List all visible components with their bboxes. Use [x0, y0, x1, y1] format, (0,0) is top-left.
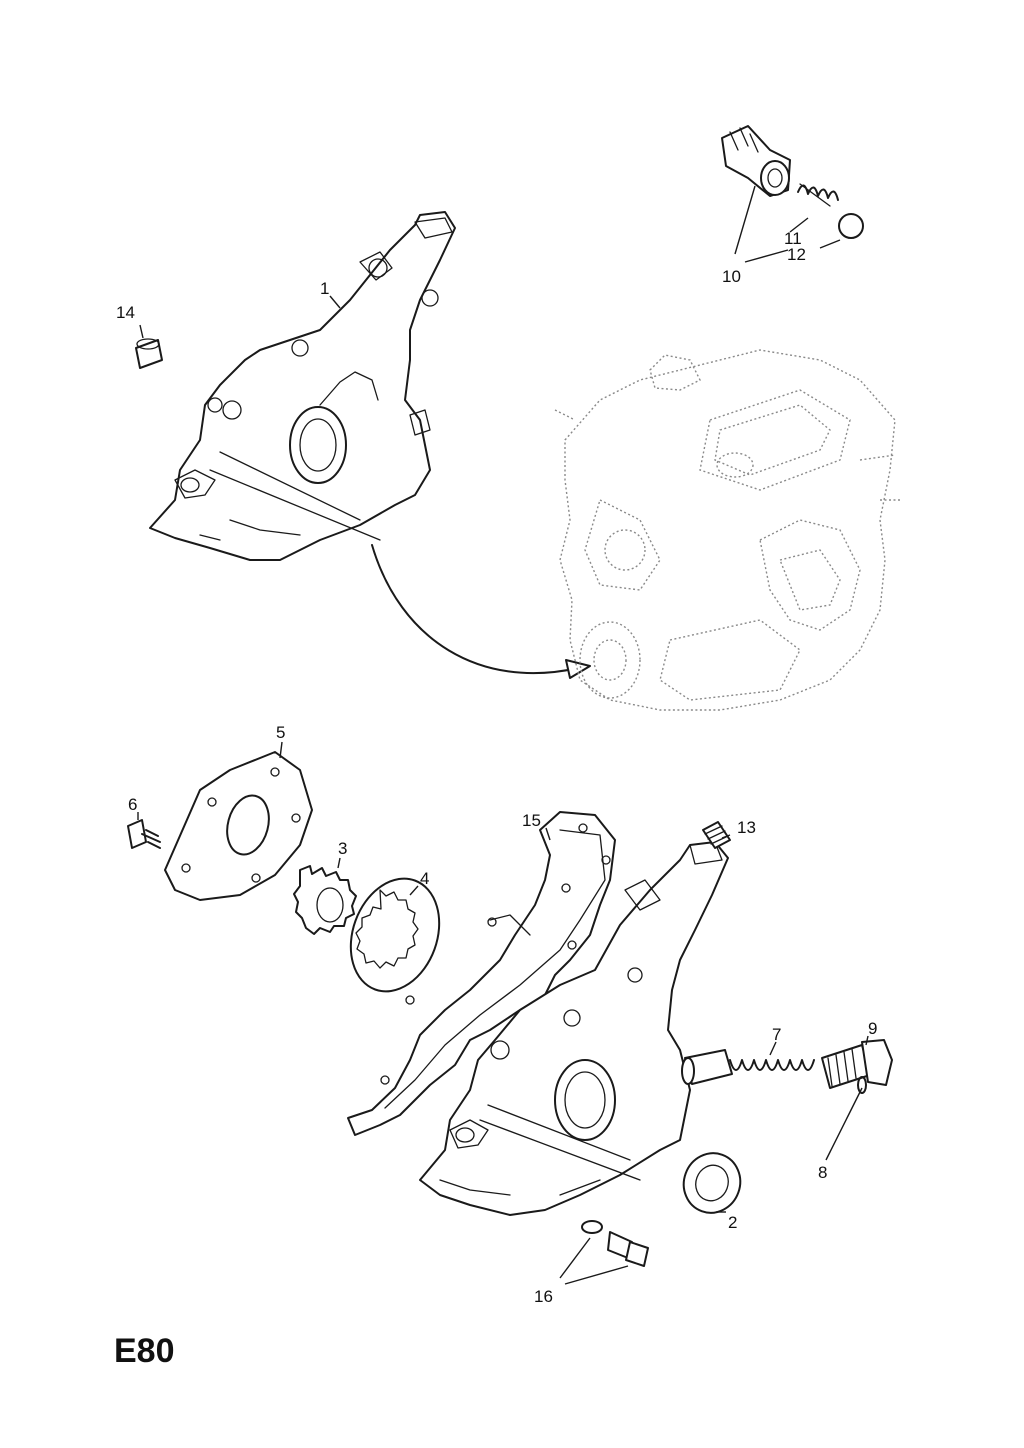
callout-12: 12 — [787, 245, 806, 264]
engine-outline — [554, 349, 900, 711]
callout-9: 9 — [868, 1019, 877, 1038]
part-2-shaft-seal — [682, 1152, 742, 1214]
part-15-gasket — [347, 811, 616, 1136]
callout-4: 4 — [420, 869, 429, 888]
callout-16: 16 — [534, 1287, 553, 1306]
part-13-plug — [702, 821, 731, 849]
callout-2: 2 — [728, 1213, 737, 1232]
part-1-oil-pump-assembly — [149, 211, 456, 561]
callout-1: 1 — [320, 279, 329, 298]
part-3-inner-gear — [293, 865, 357, 935]
part-8-seal-ring — [857, 1076, 867, 1094]
callout-3: 3 — [338, 839, 347, 858]
callout-10: 10 — [722, 267, 741, 286]
part-11-spring — [797, 183, 839, 207]
callout-5: 5 — [276, 723, 285, 742]
part-12-ball — [838, 213, 864, 239]
pump-housing-exploded — [419, 841, 729, 1216]
part-9-threaded-plug — [821, 1039, 893, 1089]
callout-13: 13 — [737, 818, 756, 837]
part-16-washer-bolt — [581, 1220, 649, 1267]
part-14-dowel-sleeve — [135, 338, 163, 369]
callout-7: 7 — [772, 1025, 781, 1044]
part-4-outer-rotor — [349, 877, 441, 993]
callout-8: 8 — [818, 1163, 827, 1182]
callout-14: 14 — [116, 303, 135, 322]
part-10-relief-plunger — [721, 125, 791, 197]
install-arrow — [371, 544, 591, 679]
part-5-cover-plate — [164, 751, 313, 901]
callout-15: 15 — [522, 811, 541, 830]
part-6-screw — [127, 819, 161, 849]
page-code: E80 — [114, 1332, 175, 1370]
callout-labels: 1 2 3 4 5 6 7 8 9 10 11 12 13 14 15 16 — [116, 229, 877, 1306]
callout-6: 6 — [128, 795, 137, 814]
part-7-plunger-spring — [681, 1049, 815, 1085]
callout-11: 11 — [784, 229, 802, 248]
